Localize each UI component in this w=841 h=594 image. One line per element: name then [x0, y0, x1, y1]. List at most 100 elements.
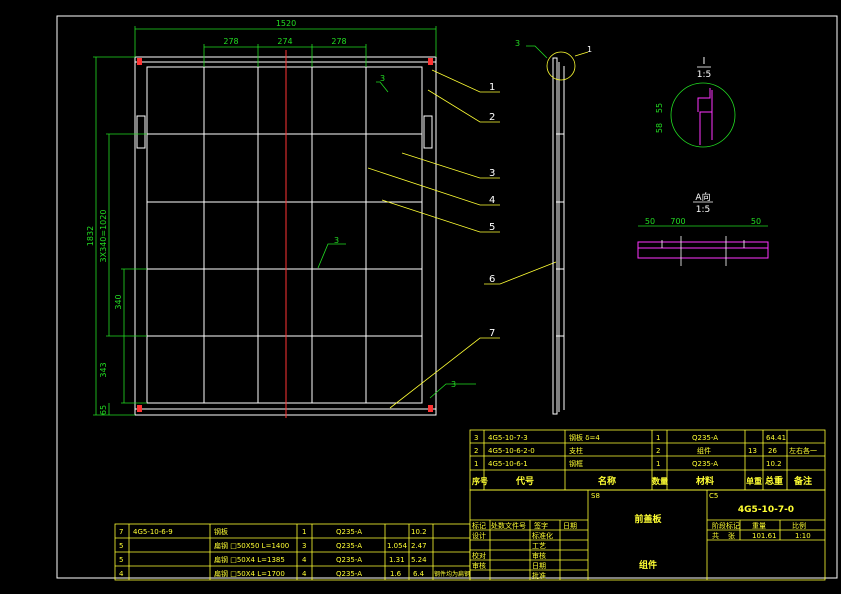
dim-top-1: 278	[223, 37, 238, 46]
svg-text:名称: 名称	[598, 475, 616, 487]
svg-text:4G5-10-6-9: 4G5-10-6-9	[133, 528, 173, 536]
svg-text:1.054: 1.054	[387, 542, 408, 550]
corner-marks	[137, 58, 433, 412]
balloon-5: 5	[489, 222, 495, 233]
table-header: 序号 代号 名称 数量 材料 单重 总重 备注	[472, 475, 812, 487]
scale-value: 1:10	[795, 532, 811, 540]
svg-text:Q235-A: Q235-A	[692, 460, 718, 468]
weld-symbols	[317, 81, 476, 399]
svg-text:10.2: 10.2	[411, 528, 427, 536]
svg-text:序号: 序号	[472, 476, 488, 486]
svg-text:文件号: 文件号	[505, 521, 526, 530]
svg-text:共: 共	[712, 531, 719, 540]
balloon-7: 7	[489, 328, 495, 339]
svg-text:材料: 材料	[695, 475, 714, 487]
svg-text:5: 5	[119, 556, 123, 564]
svg-text:日期: 日期	[532, 562, 546, 570]
svg-text:Q235-A: Q235-A	[336, 570, 362, 578]
svg-text:钢板: 钢板	[214, 527, 228, 536]
drawing-number: 4G5-10-7-0	[738, 505, 794, 515]
drawing-border	[56, 15, 838, 579]
svg-text:26: 26	[768, 447, 777, 455]
part-kind: 组件	[639, 559, 657, 571]
svg-text:64.41: 64.41	[766, 434, 786, 442]
svg-text:Q235-A: Q235-A	[336, 542, 362, 550]
svg-text:4G5-10-7-3: 4G5-10-7-3	[488, 434, 528, 442]
svg-text:组件: 组件	[697, 446, 711, 455]
detail-i-title: I	[703, 56, 706, 67]
dim-left-small-1: 340	[114, 294, 123, 309]
svg-text:4: 4	[302, 556, 307, 564]
bom-left-grid	[114, 523, 471, 581]
svg-text:1.6: 1.6	[390, 570, 402, 578]
svg-text:10.2: 10.2	[766, 460, 782, 468]
table-row: 3 4G5-10-7-3 钢板 δ=4 1 Q235-A 64.41	[474, 433, 786, 442]
svg-text:5: 5	[119, 542, 123, 550]
svg-text:4G5-10-6-1: 4G5-10-6-1	[488, 460, 528, 468]
svg-text:1: 1	[474, 460, 478, 468]
dim-left-small-3: 65	[99, 405, 108, 415]
balloon-4: 4	[489, 195, 495, 206]
dim-overall-height: 1832	[86, 226, 95, 246]
table-row: 4 扁钢 □50X4 L=1700 4 Q235-A 1.6 6.4 钢件均为扁…	[119, 569, 470, 578]
side-weld-mark: 3	[515, 39, 520, 48]
svg-text:4: 4	[302, 570, 307, 578]
svg-text:代号: 代号	[515, 475, 534, 487]
svg-text:4G5-10-6-2-0: 4G5-10-6-2-0	[488, 447, 535, 455]
part-name: 前盖板	[634, 513, 662, 525]
dim-top-2: 274	[277, 37, 292, 46]
balloon-1: 1	[489, 82, 495, 93]
svg-text:校对: 校对	[472, 551, 486, 560]
svg-text:C5: C5	[709, 492, 718, 500]
svg-text:工艺: 工艺	[532, 542, 546, 550]
detail-i-section	[697, 88, 713, 145]
svg-text:重量: 重量	[752, 522, 766, 530]
detail-i-dim-2: 58	[655, 123, 664, 133]
svg-text:比例: 比例	[792, 521, 806, 530]
weld-mark-2: 3	[334, 236, 339, 245]
svg-text:钢框: 钢框	[569, 459, 583, 468]
side-view	[552, 57, 565, 415]
svg-text:3: 3	[302, 542, 306, 550]
svg-text:扁钢 □50X4 L=1700: 扁钢 □50X4 L=1700	[214, 569, 285, 578]
svg-text:总重: 总重	[765, 475, 783, 487]
svg-text:阶段标记: 阶段标记	[712, 521, 740, 530]
svg-text:单重: 单重	[746, 476, 762, 486]
svg-text:批准: 批准	[532, 571, 546, 580]
weight-value: 101.61	[752, 532, 777, 540]
balloon-3: 3	[489, 168, 495, 179]
detail-i-dim-1: 55	[655, 103, 664, 113]
svg-text:数量: 数量	[652, 476, 668, 486]
balloon-leaders	[367, 69, 557, 409]
svg-text:2: 2	[474, 447, 478, 455]
view-a-title: A向	[695, 191, 710, 203]
view-a-dim-3: 50	[751, 217, 761, 226]
svg-text:签字: 签字	[534, 521, 548, 530]
svg-text:处数: 处数	[491, 521, 505, 530]
side-balloon: 1	[587, 45, 592, 54]
inner-frame	[146, 66, 423, 404]
weld-mark-3: 3	[451, 380, 456, 389]
svg-text:2: 2	[656, 447, 660, 455]
detail-circle-side	[546, 51, 576, 81]
dim-overall-width: 1520	[276, 19, 296, 28]
svg-text:标准化: 标准化	[532, 531, 553, 540]
svg-text:张: 张	[728, 531, 735, 540]
svg-text:2.47: 2.47	[411, 542, 427, 550]
table-row: 5 扁钢 □50X4 L=1385 4 Q235-A 1.31 5.24	[119, 555, 427, 564]
svg-text:标记: 标记	[472, 521, 486, 530]
svg-text:1.31: 1.31	[389, 556, 405, 564]
detail-i-scale: 1:5	[697, 70, 711, 80]
bom-right-grid	[469, 429, 826, 581]
dim-left-small-2: 343	[99, 362, 108, 377]
weld-mark-1: 3	[380, 74, 385, 83]
dim-left-chain: 3X340=1020	[99, 210, 108, 263]
svg-text:3: 3	[474, 434, 478, 442]
svg-text:1: 1	[656, 434, 660, 442]
view-a-dim-1: 50	[645, 217, 655, 226]
svg-text:扁钢 □50X4 L=1385: 扁钢 □50X4 L=1385	[214, 555, 285, 564]
table-row: 7 4G5-10-6-9 钢板 1 Q235-A 10.2	[119, 527, 427, 536]
bom-right-rows: 3 4G5-10-7-3 钢板 δ=4 1 Q235-A 64.41 2 4G5…	[472, 433, 817, 487]
svg-text:S8: S8	[591, 492, 600, 500]
